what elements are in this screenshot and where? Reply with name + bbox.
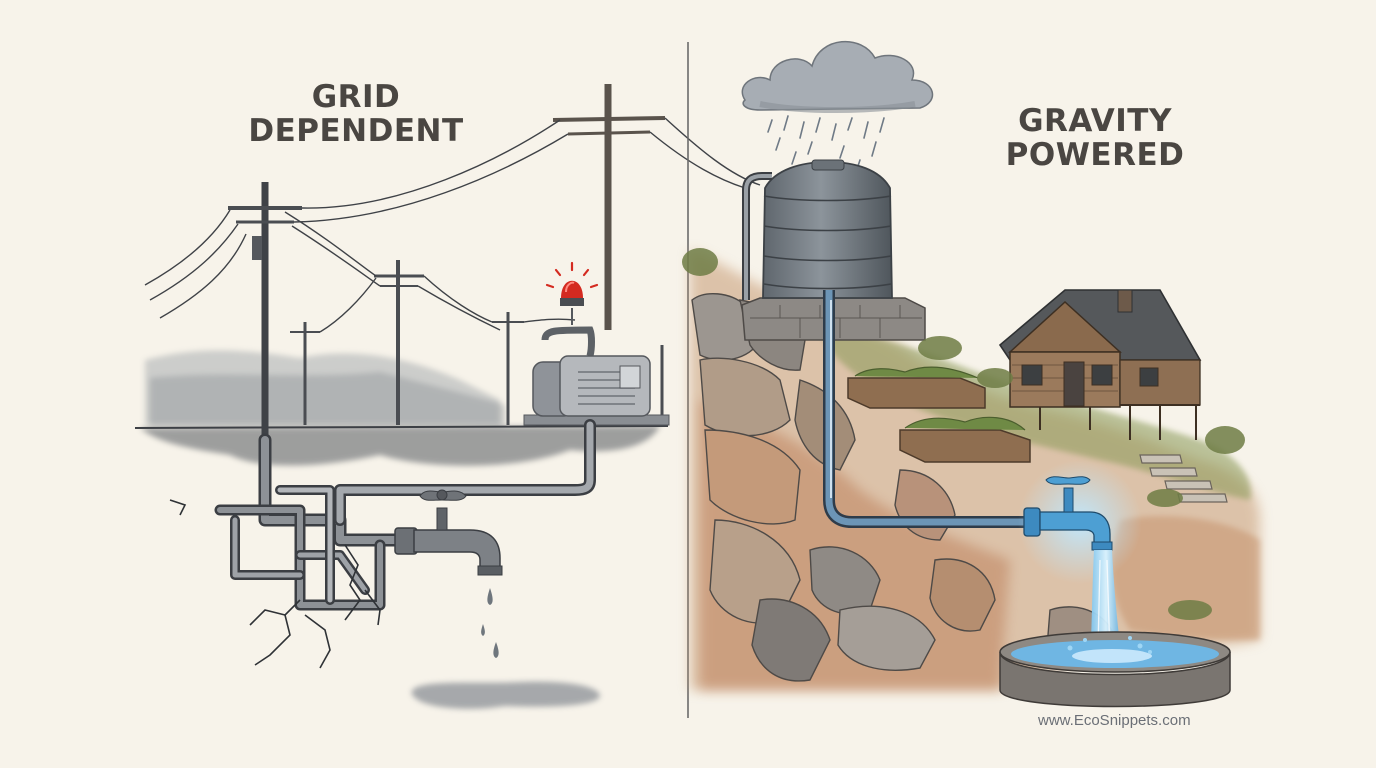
shrubs [682,248,1245,620]
water-basin [999,631,1231,708]
right-panel-gravity-powered [682,40,1260,708]
power-poles [228,84,666,440]
gravity-pipe [823,290,1030,528]
right-ground [1111,516,1260,640]
gravity-powered-title: GRAVITY POWERED [1005,103,1185,173]
garden-beds [847,366,1031,463]
ground-cracks [169,499,381,669]
pump-icon [523,326,670,426]
water-drips [481,588,499,658]
alarm-light-icon [545,261,599,325]
credit-watermark: www.EcoSnippets.com [1038,712,1191,729]
power-lines [144,117,761,333]
ground-wash [140,426,660,466]
stone-steps [1139,454,1228,503]
house-icon [998,289,1202,440]
underground-pipes [214,419,596,611]
ground-line [134,425,669,429]
inlet-pipe-highlight [744,174,772,300]
water-tank-icon [762,159,893,299]
puddle [411,681,600,709]
faucet-icon [1023,476,1113,551]
left-panel-grid-dependent [134,84,761,709]
rain-cloud-icon [741,40,934,173]
hills-wash-near [150,372,505,426]
faucet-icon [394,489,503,576]
grid-dependent-title: GRID DEPENDENT [248,79,464,149]
